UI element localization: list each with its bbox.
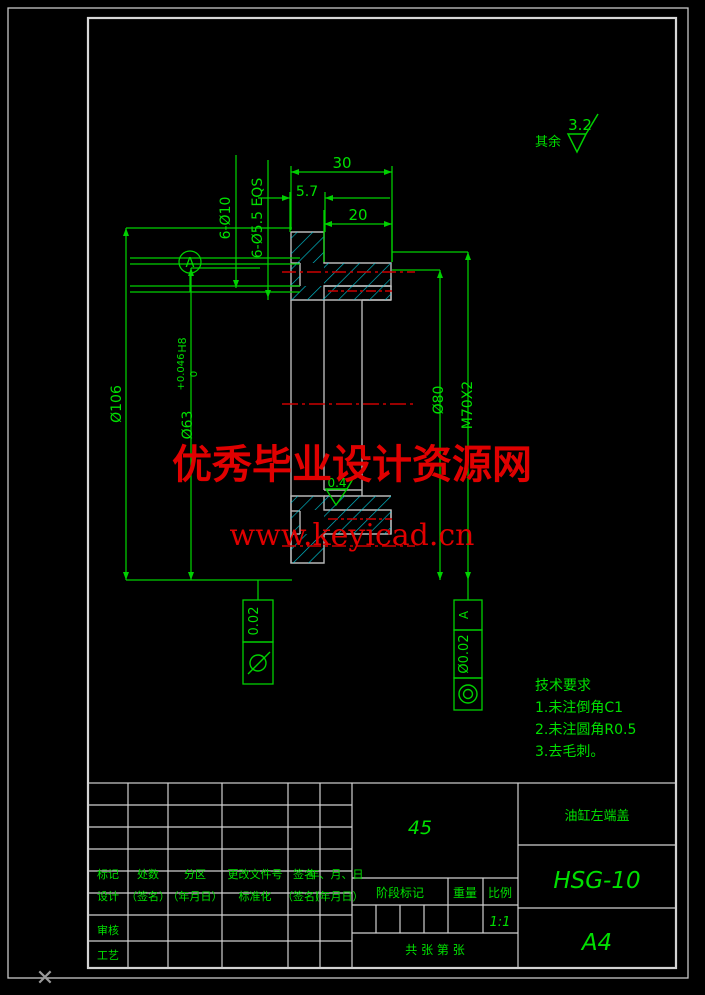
centerlines [282, 271, 415, 547]
stage-label: 阶段标记 [376, 885, 424, 900]
tol2-value: Ø0.02 [457, 634, 472, 673]
rev-header-5: 年、月、日 [309, 867, 364, 881]
section-hatching [291, 232, 391, 563]
tech-req-item-1: 1.未注倒角C1 [535, 700, 623, 716]
watermark-line-1: 优秀毕业设计资源网 [172, 441, 532, 488]
sign-row-0: 设计 [97, 890, 119, 903]
weight-label: 重量 [453, 886, 477, 900]
material-value: 45 [408, 817, 432, 839]
dim-6-dia5p5-eqs: 6-Ø5.5 EQS [250, 178, 266, 259]
review-label: 审核 [97, 923, 119, 937]
rev-header-3: 更改文件号 [228, 867, 283, 881]
surface-finish-general: 其余 3.2 [535, 113, 599, 154]
tech-req-item-3: 3.去毛刺。 [535, 744, 604, 760]
dim-dia63-tol-upper: +0.046 [176, 353, 187, 390]
tolerance-frame-concentricity: A Ø0.02 [453, 599, 483, 711]
sign-row-1: （签名） [126, 889, 170, 903]
part-name: 油缸左端盖 [564, 808, 629, 824]
title-block-text: 标记 处数 分区 更改文件号 签名 年、月、日 设计 （签名） （年月日） 标准… [97, 808, 641, 962]
dim-dia63: Ø63 [180, 411, 196, 440]
technical-requirements: 技术要求 1.未注倒角C1 2.未注圆角R0.5 3.去毛刺。 [535, 678, 636, 760]
concentricity-icon [458, 684, 478, 704]
tol1-value: 0.02 [247, 607, 262, 636]
sign-row-5: （年月日） [309, 889, 364, 903]
surface-finish-bore: 0.4 [324, 471, 358, 507]
rev-header-2: 分区 [184, 868, 206, 881]
dim-6-dia10: 6-Ø10 [218, 197, 234, 240]
dim-m70x2: M70X2 [460, 381, 476, 429]
dim-dia80: Ø80 [431, 386, 447, 415]
rev-header-4: 签名 [293, 867, 315, 881]
surface-finish-bore-value: 0.4 [327, 476, 346, 490]
tolerance-frame-perpendicularity: 0.02 [242, 599, 274, 685]
sheet-count-text: 共 张 第 张 [405, 943, 464, 957]
tech-req-title: 技术要求 [535, 678, 591, 694]
dim-dia63-tol-lower: 0 [189, 371, 200, 377]
dim-5p7: 5.7 [296, 184, 318, 200]
sign-row-2: （年月日） [168, 889, 223, 903]
dim-20: 20 [348, 206, 367, 224]
perpendicularity-icon [247, 651, 271, 675]
dim-dia63-fit: H8 [176, 337, 189, 352]
sheet-size: A4 [580, 930, 612, 956]
process-label: 工艺 [97, 949, 119, 962]
surface-finish-triangle-icon [566, 113, 599, 154]
dimension-lines [125, 155, 469, 600]
surface-finish-value: 3.2 [568, 116, 592, 134]
part-code: HSG-10 [553, 868, 640, 894]
dim-30: 30 [332, 154, 351, 172]
datum-a-label: A [186, 256, 195, 271]
tol2-datum: A [457, 610, 471, 619]
dimension-arrows [123, 169, 471, 580]
dim-dia63-group: Ø63 +0.046 0 H8 [176, 337, 200, 439]
scale-label: 比例 [488, 886, 512, 900]
title-block [87, 782, 677, 969]
dim-dia106: Ø106 [109, 385, 125, 423]
scale-value: 1:1 [490, 915, 511, 930]
sign-row-4: （签名） [282, 889, 326, 903]
surface-finish-prefix: 其余 [535, 134, 561, 150]
rev-header-0: 标记 [97, 867, 119, 881]
sign-row-3: 标准化 [239, 889, 272, 903]
surface-finish-bore-triangle-icon [324, 471, 358, 507]
tech-req-item-2: 2.未注圆角R0.5 [535, 722, 636, 738]
rev-header-1: 处数 [137, 868, 159, 881]
crosshair-cursor[interactable]: ✕ [36, 966, 54, 991]
watermark-line-2: www.keyicad.cn [229, 518, 474, 553]
